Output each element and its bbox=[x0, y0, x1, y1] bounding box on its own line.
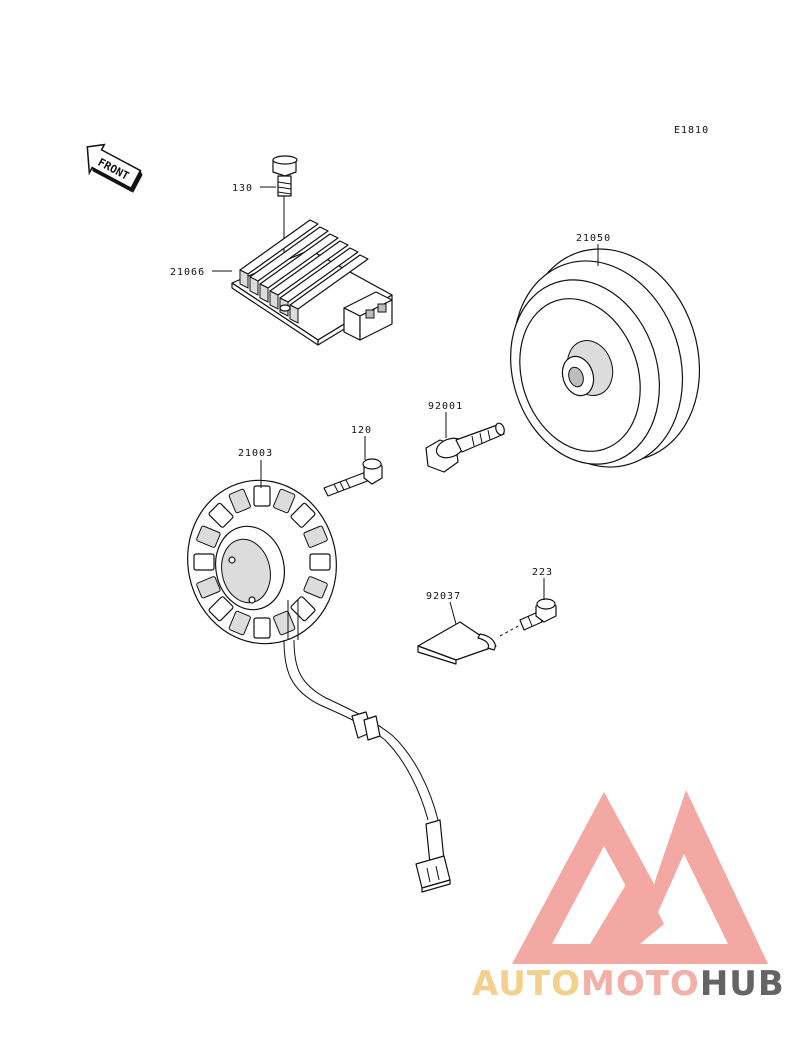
watermark-auto: AUTO bbox=[472, 964, 581, 1004]
stator-coil bbox=[290, 502, 316, 528]
regulator-fin-side bbox=[249, 276, 259, 296]
stator-coil bbox=[273, 488, 296, 514]
stator-coil bbox=[196, 525, 221, 548]
part-number-120: 120 bbox=[351, 425, 372, 436]
part-number-92037: 92037 bbox=[426, 591, 461, 602]
part-number-130: 130 bbox=[232, 183, 253, 194]
svg-text:AUTOMOTOHUB: AUTOMOTOHUB bbox=[472, 964, 785, 1004]
stator-coil bbox=[290, 596, 316, 622]
logo-triangle-inner bbox=[552, 846, 728, 944]
regulator-fin-side bbox=[239, 269, 249, 289]
regulator-21066-drawing bbox=[231, 219, 393, 346]
stator-coil bbox=[193, 553, 215, 571]
stator-coil bbox=[228, 610, 251, 636]
regulator-fin-side bbox=[289, 304, 299, 324]
stator-coil bbox=[303, 576, 328, 599]
stator-coil bbox=[253, 617, 271, 639]
bolt-92001-drawing bbox=[425, 422, 505, 473]
part-number-223: 223 bbox=[532, 567, 553, 578]
stator-coil bbox=[309, 553, 331, 571]
watermark-hub: HUB bbox=[700, 964, 785, 1004]
screw-223-drawing bbox=[499, 598, 557, 637]
stator-coil bbox=[208, 502, 234, 528]
stator-coil bbox=[303, 525, 328, 548]
regulator-fin-side bbox=[269, 290, 279, 310]
part-number-21003: 21003 bbox=[238, 448, 273, 459]
regulator-fin-side bbox=[259, 283, 269, 303]
diagram-code: E1810 bbox=[674, 125, 709, 136]
automotohub-logo: AUTOMOTOHUB bbox=[472, 790, 785, 1004]
stator-coil bbox=[228, 488, 251, 514]
bolt-130-drawing bbox=[272, 155, 298, 300]
rotor-21050-drawing bbox=[510, 248, 701, 468]
part-number-21050: 21050 bbox=[576, 233, 611, 244]
bolt-120-drawing bbox=[323, 458, 383, 497]
part-number-21066: 21066 bbox=[170, 267, 205, 278]
watermark-moto: MOTO bbox=[581, 964, 700, 1004]
clamp-92037-drawing bbox=[417, 621, 497, 665]
stator-coil bbox=[196, 576, 221, 599]
stator-coil bbox=[253, 485, 271, 507]
stator-21003-drawing bbox=[187, 479, 451, 893]
part-number-92001: 92001 bbox=[428, 401, 463, 412]
stator-coil bbox=[208, 596, 234, 622]
front-arrow-icon: FRONT bbox=[86, 143, 143, 193]
